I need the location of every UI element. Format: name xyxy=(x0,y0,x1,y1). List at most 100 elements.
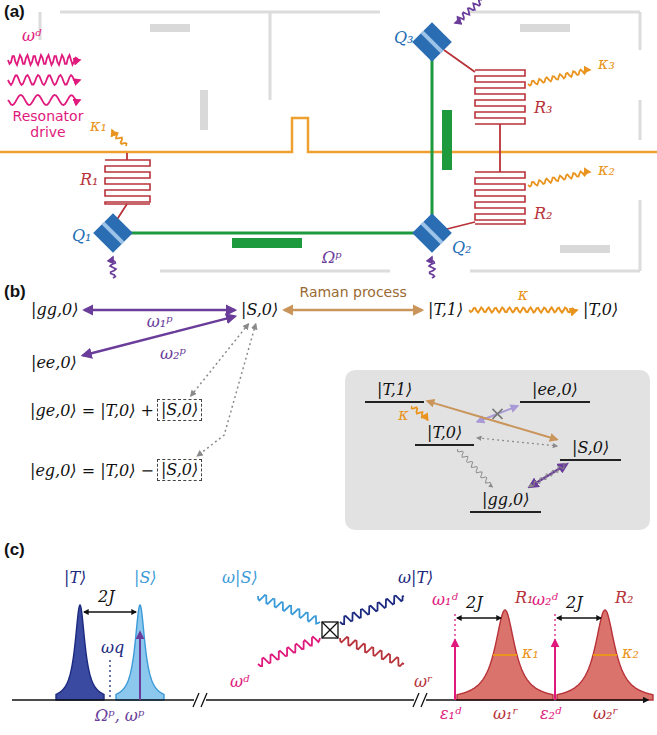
linewidth-bar xyxy=(593,654,617,656)
drive-wave xyxy=(8,55,80,65)
transition-arrow xyxy=(457,449,492,487)
mixing-wave xyxy=(258,595,320,624)
chip-layout xyxy=(40,12,640,271)
text-label: |ge,0⟩ = |T,0⟩ + xyxy=(30,401,154,420)
state-text: |ee,0⟩ xyxy=(532,380,578,399)
state-text: |T,1⟩ xyxy=(377,380,412,399)
state-label: |S,0⟩ xyxy=(560,438,621,461)
text-label: κ₁ xyxy=(90,116,107,135)
qubit-drive xyxy=(455,0,482,23)
text-label: |eg,0⟩ = |T,0⟩ − xyxy=(30,461,154,480)
linewidth-bar xyxy=(493,654,517,656)
mixing-wave xyxy=(258,637,320,666)
chip-layout xyxy=(150,24,190,32)
guide-line xyxy=(554,614,555,640)
text-label: 2J xyxy=(98,587,115,606)
splitting-arrow xyxy=(557,617,601,618)
state-label: |T,1⟩ xyxy=(425,299,466,321)
resonator-meander xyxy=(475,172,525,224)
text-label: Q₁ xyxy=(72,226,92,245)
resonance-peak xyxy=(557,610,653,700)
transition-label: ω₁ᵖ xyxy=(145,313,175,331)
state-label: |gg,0⟩ xyxy=(470,490,541,513)
chip-layout xyxy=(560,245,610,253)
qubit-pad xyxy=(93,213,133,253)
drive-wave xyxy=(8,95,80,105)
mixer-symbol xyxy=(322,622,338,638)
transition-arrow xyxy=(411,406,427,420)
resonance-peak xyxy=(56,605,104,700)
text-label: ωᵈ xyxy=(230,672,249,691)
text-label: ω|T⟩ xyxy=(398,568,433,587)
text-label: ω₁ᵈ xyxy=(432,590,458,609)
inset-panel xyxy=(345,370,650,530)
transition-label: Raman process xyxy=(297,284,408,300)
forbidden-mark xyxy=(492,409,502,419)
text-label: (a) xyxy=(4,2,25,22)
transition-arrow xyxy=(469,308,577,313)
transition-arrow xyxy=(84,309,235,312)
splitting-arrow xyxy=(84,611,136,612)
text-label: R₂ xyxy=(534,204,552,223)
qubit-pad xyxy=(412,213,452,253)
state-label: |gg,0⟩ xyxy=(28,299,81,321)
decay-wave xyxy=(112,130,127,146)
drive-tone xyxy=(454,640,456,700)
text-label: 2J xyxy=(466,593,483,612)
text-label: (b) xyxy=(4,282,26,302)
guide-line xyxy=(454,614,455,640)
splitting-arrow xyxy=(457,617,501,618)
state-label: |S,0⟩ xyxy=(157,399,202,421)
transition-arrow xyxy=(191,324,249,396)
coupler-line xyxy=(123,52,432,233)
coupler-bar xyxy=(232,238,302,248)
transition-arrow xyxy=(477,438,557,446)
state-text: |ee,0⟩ xyxy=(31,353,77,372)
resonator-meander xyxy=(475,70,525,124)
text-label: κ₂ xyxy=(598,160,615,179)
qubit-drive xyxy=(429,257,435,278)
text-label: Q₂ xyxy=(452,238,472,257)
state-text: |T,0⟩ xyxy=(583,300,618,319)
text-label: (c) xyxy=(4,540,25,560)
mixer-symbol xyxy=(322,622,338,638)
pump-tone xyxy=(139,632,141,700)
text-label: Ωᵖ, ωᵖ xyxy=(95,706,144,725)
state-label: |ee,0⟩ xyxy=(28,352,80,374)
decay-wave xyxy=(528,70,590,86)
state-label: |S,0⟩ xyxy=(238,299,281,321)
transition-label: ω₂ᵖ xyxy=(158,345,188,363)
text-label: ε₂ᵈ xyxy=(540,704,561,723)
coupler-bar xyxy=(442,110,452,170)
text-label: 2J xyxy=(566,593,583,612)
frequency-axis xyxy=(12,699,648,701)
text-label: ω|S⟩ xyxy=(222,568,258,587)
text-label: κ₃ xyxy=(598,54,615,73)
drive-wave xyxy=(8,75,80,85)
text-label: R₃ xyxy=(534,98,552,117)
state-text: |T,1⟩ xyxy=(428,300,463,319)
text-label: κ₂ xyxy=(622,643,639,662)
resonator-meander xyxy=(105,160,150,204)
transition-arrow xyxy=(529,463,567,487)
text-label: ω₂ᵈ xyxy=(532,590,558,609)
transition-arrow xyxy=(197,324,255,456)
qubit-pad xyxy=(412,22,452,62)
text-label: κ₁ xyxy=(522,643,539,662)
state-label: |T,1⟩ xyxy=(365,380,424,403)
text-label: ε₁ᵈ xyxy=(440,704,461,723)
text-label: R₂ xyxy=(615,588,633,607)
axis-break xyxy=(194,693,206,707)
text-label: ω₁ʳ xyxy=(493,704,518,723)
transition-label: κ xyxy=(516,286,531,304)
qubit-drive xyxy=(110,257,116,278)
transition-label: κ xyxy=(396,406,411,424)
state-text: |S,0⟩ xyxy=(161,400,198,419)
text-label: R₁ xyxy=(515,588,533,607)
axis-break xyxy=(413,693,427,707)
text-label: R₁ xyxy=(80,170,98,189)
resonator-lead xyxy=(116,50,500,229)
state-label: |S,0⟩ xyxy=(157,459,202,481)
